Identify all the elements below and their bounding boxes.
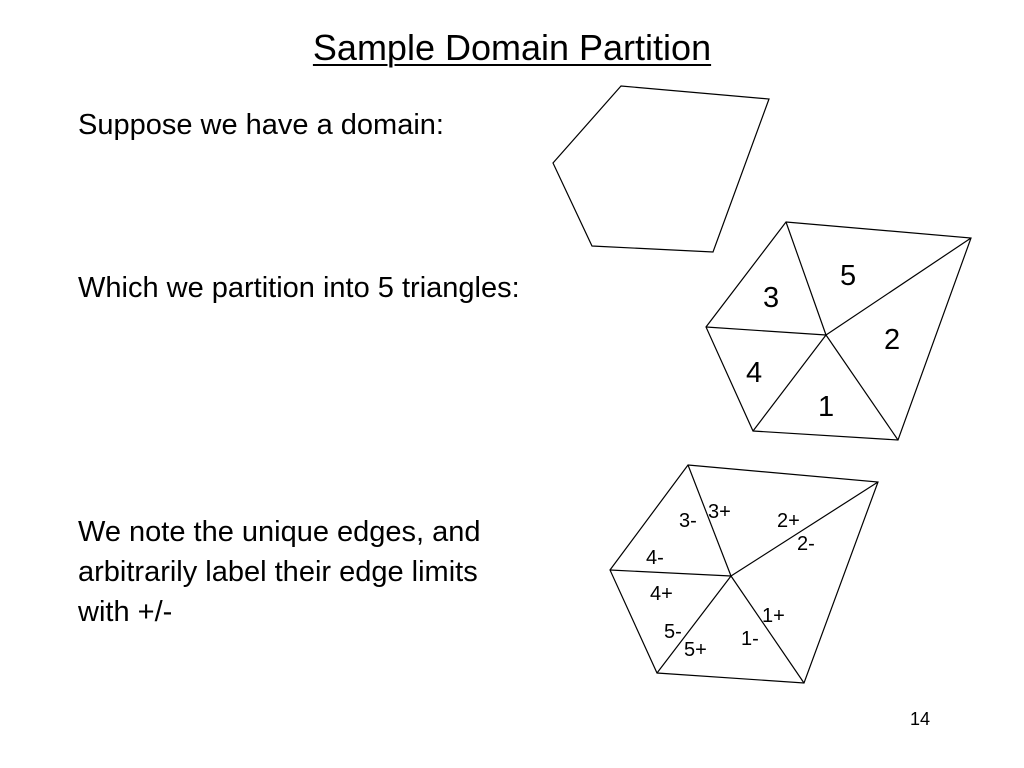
edge-figure-outline xyxy=(609,464,879,684)
edge-label: 5+ xyxy=(684,639,707,661)
edges-description-line-3: with +/- xyxy=(78,596,173,628)
edge-label: 4+ xyxy=(650,583,673,605)
partition-text: Which we partition into 5 triangles: xyxy=(78,272,520,304)
domain-figure xyxy=(552,85,770,253)
edge-3 xyxy=(687,464,732,577)
triangle-label: 4 xyxy=(746,357,762,389)
domain-outline xyxy=(552,85,770,253)
edge-5 xyxy=(656,575,732,674)
edges-description: We note the unique edges, and arbitraril… xyxy=(78,512,481,632)
partition-edge-top xyxy=(785,221,827,336)
partition-edge-bottom-right xyxy=(825,334,899,441)
page-number: 14 xyxy=(910,709,931,729)
edge-label: 2+ xyxy=(777,510,800,532)
edge-label: 3- xyxy=(679,510,697,532)
partitioned-domain-figure: 5 3 2 4 1 xyxy=(705,221,972,441)
edge-label: 1+ xyxy=(762,605,785,627)
triangle-label: 2 xyxy=(884,324,900,356)
intro-text: Suppose we have a domain: xyxy=(78,109,444,141)
edge-label: 3+ xyxy=(708,501,731,523)
edges-description-line-1: We note the unique edges, and xyxy=(78,516,481,548)
slide-title: Sample Domain Partition xyxy=(312,27,712,68)
partition-edge-right xyxy=(825,237,972,336)
partition-edge-bottom-left xyxy=(752,334,827,432)
triangle-label: 3 xyxy=(763,282,779,314)
edge-4 xyxy=(609,569,732,577)
edge-label: 5- xyxy=(664,621,682,643)
edge-label: 2- xyxy=(797,533,815,555)
partition-outline xyxy=(705,221,972,441)
edge-label: 4- xyxy=(646,547,664,569)
edge-labelled-figure: 3+ 3- 2+ 2- 4- 4+ 1+ 5- 1- 5+ xyxy=(609,464,879,684)
edge-2 xyxy=(730,481,879,577)
triangle-label: 5 xyxy=(840,260,856,292)
edge-label: 1- xyxy=(741,628,759,650)
triangle-label: 1 xyxy=(818,391,834,423)
edge-1 xyxy=(730,575,805,684)
edges-description-line-2: arbitrarily label their edge limits xyxy=(78,556,478,588)
partition-edge-left xyxy=(705,326,827,336)
